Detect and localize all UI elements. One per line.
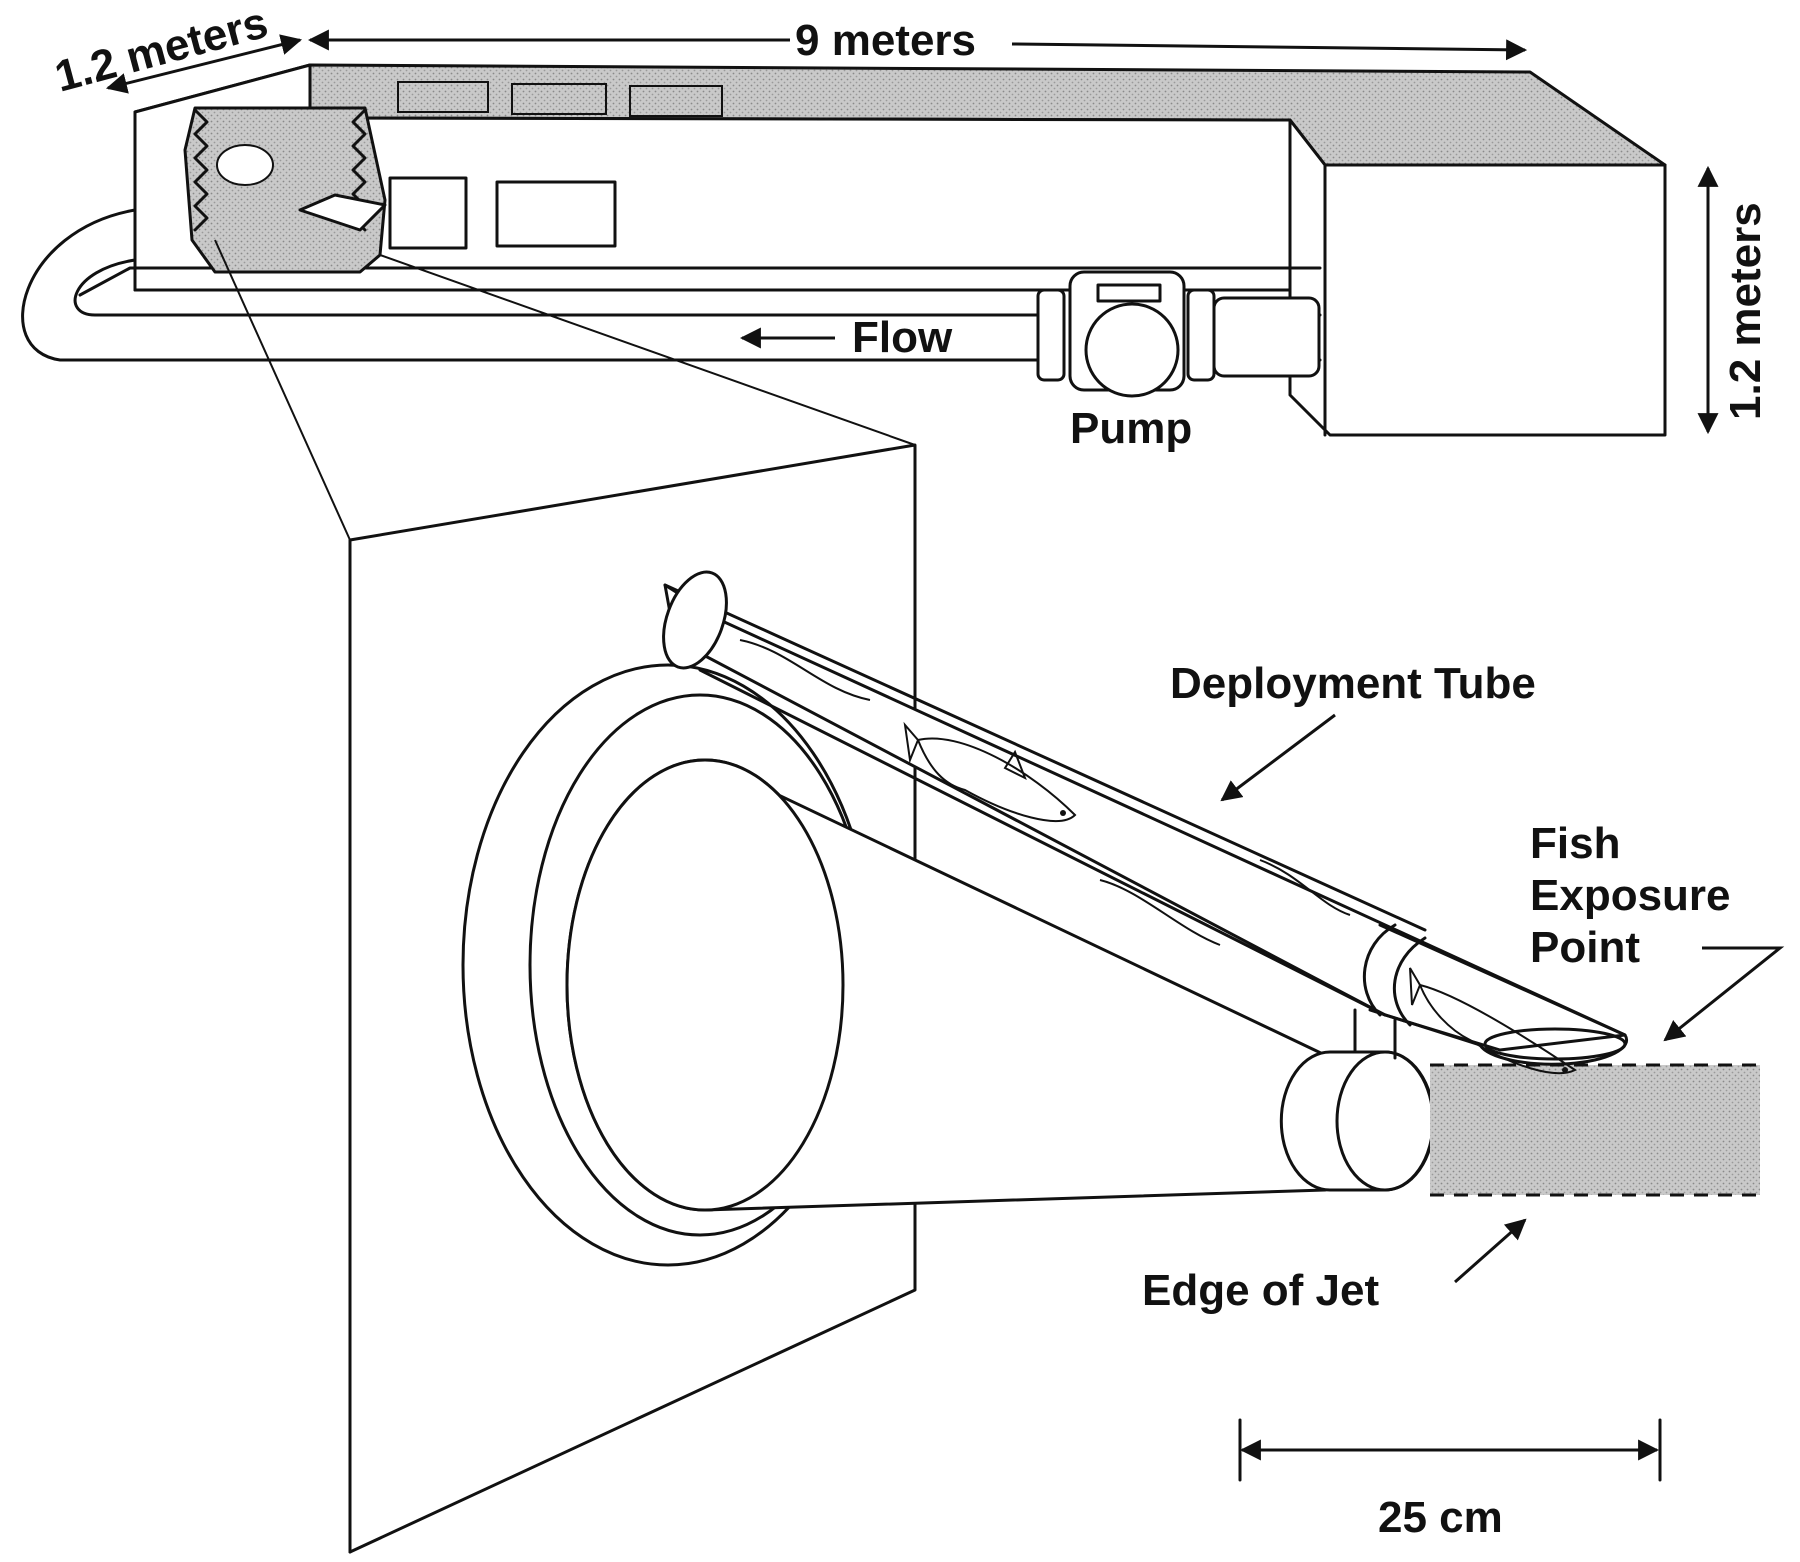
head-tank — [1288, 118, 1667, 437]
pipe-outer — [21, 208, 1042, 362]
tube-outlet-rim — [1483, 1027, 1627, 1061]
deployment-tube — [662, 570, 1629, 1066]
deployment-tube-arrow — [1220, 713, 1336, 802]
tube-collar-2 — [1393, 936, 1427, 1027]
fish-at-exposure — [1409, 967, 1577, 1075]
nozzle-mini — [216, 144, 274, 186]
height-dim-label: 1.2 meters — [1721, 202, 1770, 420]
back-window-1 — [397, 81, 489, 113]
nozzle-cone-rim — [565, 758, 845, 1212]
scale-bar: 25 cm — [1238, 1418, 1662, 1542]
scale-bar-label: 25 cm — [1378, 1493, 1503, 1542]
zoom-line-left — [214, 239, 351, 541]
length-dim-arrow-right — [1011, 39, 1528, 61]
edge-of-jet-label: Edge of Jet — [1142, 1266, 1379, 1315]
tube-bottom-edge — [698, 668, 1387, 1017]
fish-in-tube — [903, 721, 1077, 822]
tube-collar-1 — [1363, 923, 1397, 1017]
nozzle-exit — [1335, 1050, 1435, 1192]
fish2-tail — [1409, 967, 1422, 1006]
deployment-tube-label: Deployment Tube — [1170, 659, 1536, 708]
edge-of-jet-arrow — [1454, 1218, 1527, 1284]
bellows-left — [193, 108, 209, 232]
flume-floor — [78, 266, 1322, 297]
fish2-body — [1418, 983, 1577, 1075]
flow-line-2 — [1099, 879, 1221, 946]
width-dim-arrow — [105, 34, 303, 94]
pump-flange-left — [1036, 288, 1066, 382]
pump-flange-right — [1186, 288, 1216, 382]
fish2-eye — [1562, 1067, 1568, 1073]
flume-tank — [78, 63, 1667, 437]
fish-exposure-label-2: Exposure — [1530, 871, 1731, 920]
flow-label: Flow — [852, 313, 953, 362]
front-window-2 — [495, 180, 617, 248]
enlarged-test-section — [348, 443, 1760, 1554]
pump-motor — [1084, 302, 1180, 398]
tube-inlet — [662, 570, 728, 670]
jet — [1430, 1065, 1760, 1195]
fish-fin — [1003, 749, 1027, 781]
fish-eye — [1060, 810, 1066, 816]
front-window-1 — [388, 176, 468, 250]
test-section — [183, 106, 387, 274]
pipe-inner — [73, 258, 1042, 317]
fish-exposure-arrow — [1663, 946, 1785, 1042]
test-section-floor — [298, 193, 387, 232]
fish-exposure-label-3: Point — [1530, 923, 1640, 972]
pump-top — [1096, 283, 1162, 303]
tube-top-edge — [663, 583, 1427, 932]
flow-line-1 — [739, 639, 871, 701]
flow-line-3 — [1259, 859, 1351, 916]
back-window-2 — [511, 83, 607, 115]
fish-body — [916, 737, 1077, 822]
pump — [1036, 270, 1321, 398]
length-dim-label: 9 meters — [795, 16, 976, 65]
back-window-3 — [629, 85, 723, 117]
zoom-line-right — [379, 254, 916, 446]
fish-tail — [903, 721, 920, 764]
fish-exposure-label-1: Fish — [1530, 819, 1620, 868]
pump-outlet — [1212, 296, 1321, 378]
pump-label: Pump — [1070, 404, 1192, 453]
